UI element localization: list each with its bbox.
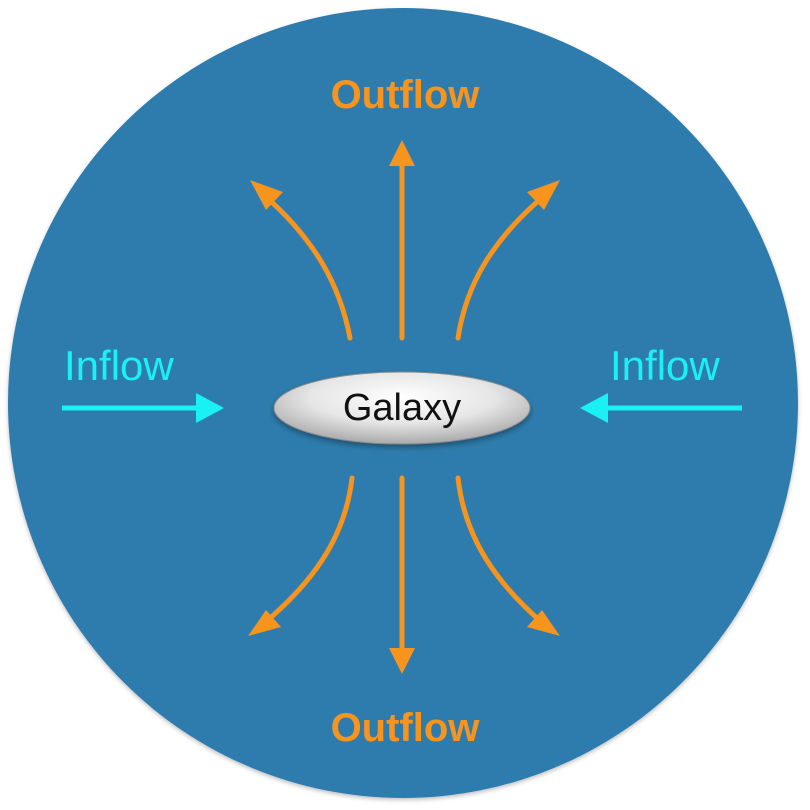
arrowhead-down-left: [248, 610, 281, 636]
arrowhead-up-center: [389, 140, 415, 166]
outflow-arrow-up-left: [261, 192, 353, 341]
arrowhead-up-right: [527, 180, 560, 210]
outflow-arrow-down-right: [455, 475, 548, 628]
inflow-arrows: [62, 393, 742, 423]
galaxy-label: Galaxy: [342, 387, 462, 429]
inflow-label-right: Inflow: [610, 342, 720, 389]
inflow-arrowhead-left: [196, 393, 224, 423]
arrowhead-down-right: [527, 610, 560, 636]
outflow-arrowheads-lower: [248, 610, 560, 674]
inflow-label-left: Inflow: [64, 342, 174, 389]
outflow-arrows-upper: [261, 159, 548, 341]
galaxy-ellipse: [273, 371, 531, 445]
arrowhead-up-left: [250, 180, 283, 210]
arrowhead-down-center: [389, 648, 415, 674]
outflow-arrowheads-upper: [250, 140, 560, 210]
outflow-label-top: Outflow: [330, 73, 480, 117]
outflow-arrow-down-left: [259, 475, 355, 628]
outflow-arrows-lower: [259, 475, 548, 653]
inflow-arrowhead-right: [580, 393, 608, 423]
outflow-label-bottom: Outflow: [330, 706, 480, 750]
outflow-arrow-up-right: [455, 192, 548, 341]
